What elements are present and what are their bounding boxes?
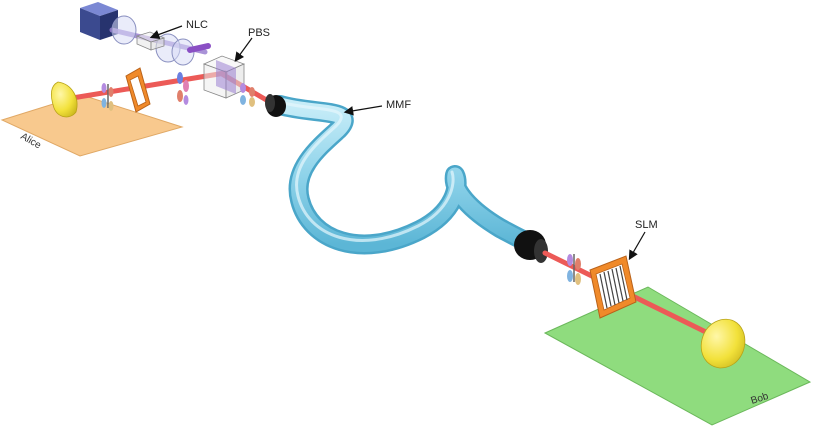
slm-label: SLM: [635, 219, 658, 231]
bob-detector: [700, 318, 746, 369]
bob-label: Bob: [750, 391, 771, 407]
pbs-label: PBS: [248, 27, 270, 39]
bob-platform: [543, 286, 812, 426]
nlc-callout: [149, 25, 183, 40]
alice-waveplate: [101, 83, 114, 111]
pbs-waveplate: [177, 72, 189, 105]
laser-source: [80, 2, 118, 40]
mmf-label: MMF: [386, 99, 411, 111]
pbs-callout: [234, 37, 253, 62]
bob-waveplate: [567, 254, 581, 285]
polarizing-beam-splitter: [202, 55, 246, 99]
pump-lens-1: [111, 15, 137, 45]
alice-detector: [50, 81, 78, 118]
slm-callout: [628, 231, 646, 261]
fiber-coupler-input: [265, 94, 286, 117]
pump-beam-dump: [187, 43, 211, 53]
fiber-waveplate: [240, 83, 255, 107]
alice-filter-frame: [125, 67, 151, 113]
alice-platform: [0, 94, 184, 157]
spatial-light-modulator: [589, 255, 637, 319]
fiber-coupler-output: [514, 230, 548, 263]
mmf-callout: [343, 105, 383, 116]
multimode-fiber: [270, 95, 540, 255]
nlc-label: NLC: [186, 19, 208, 31]
